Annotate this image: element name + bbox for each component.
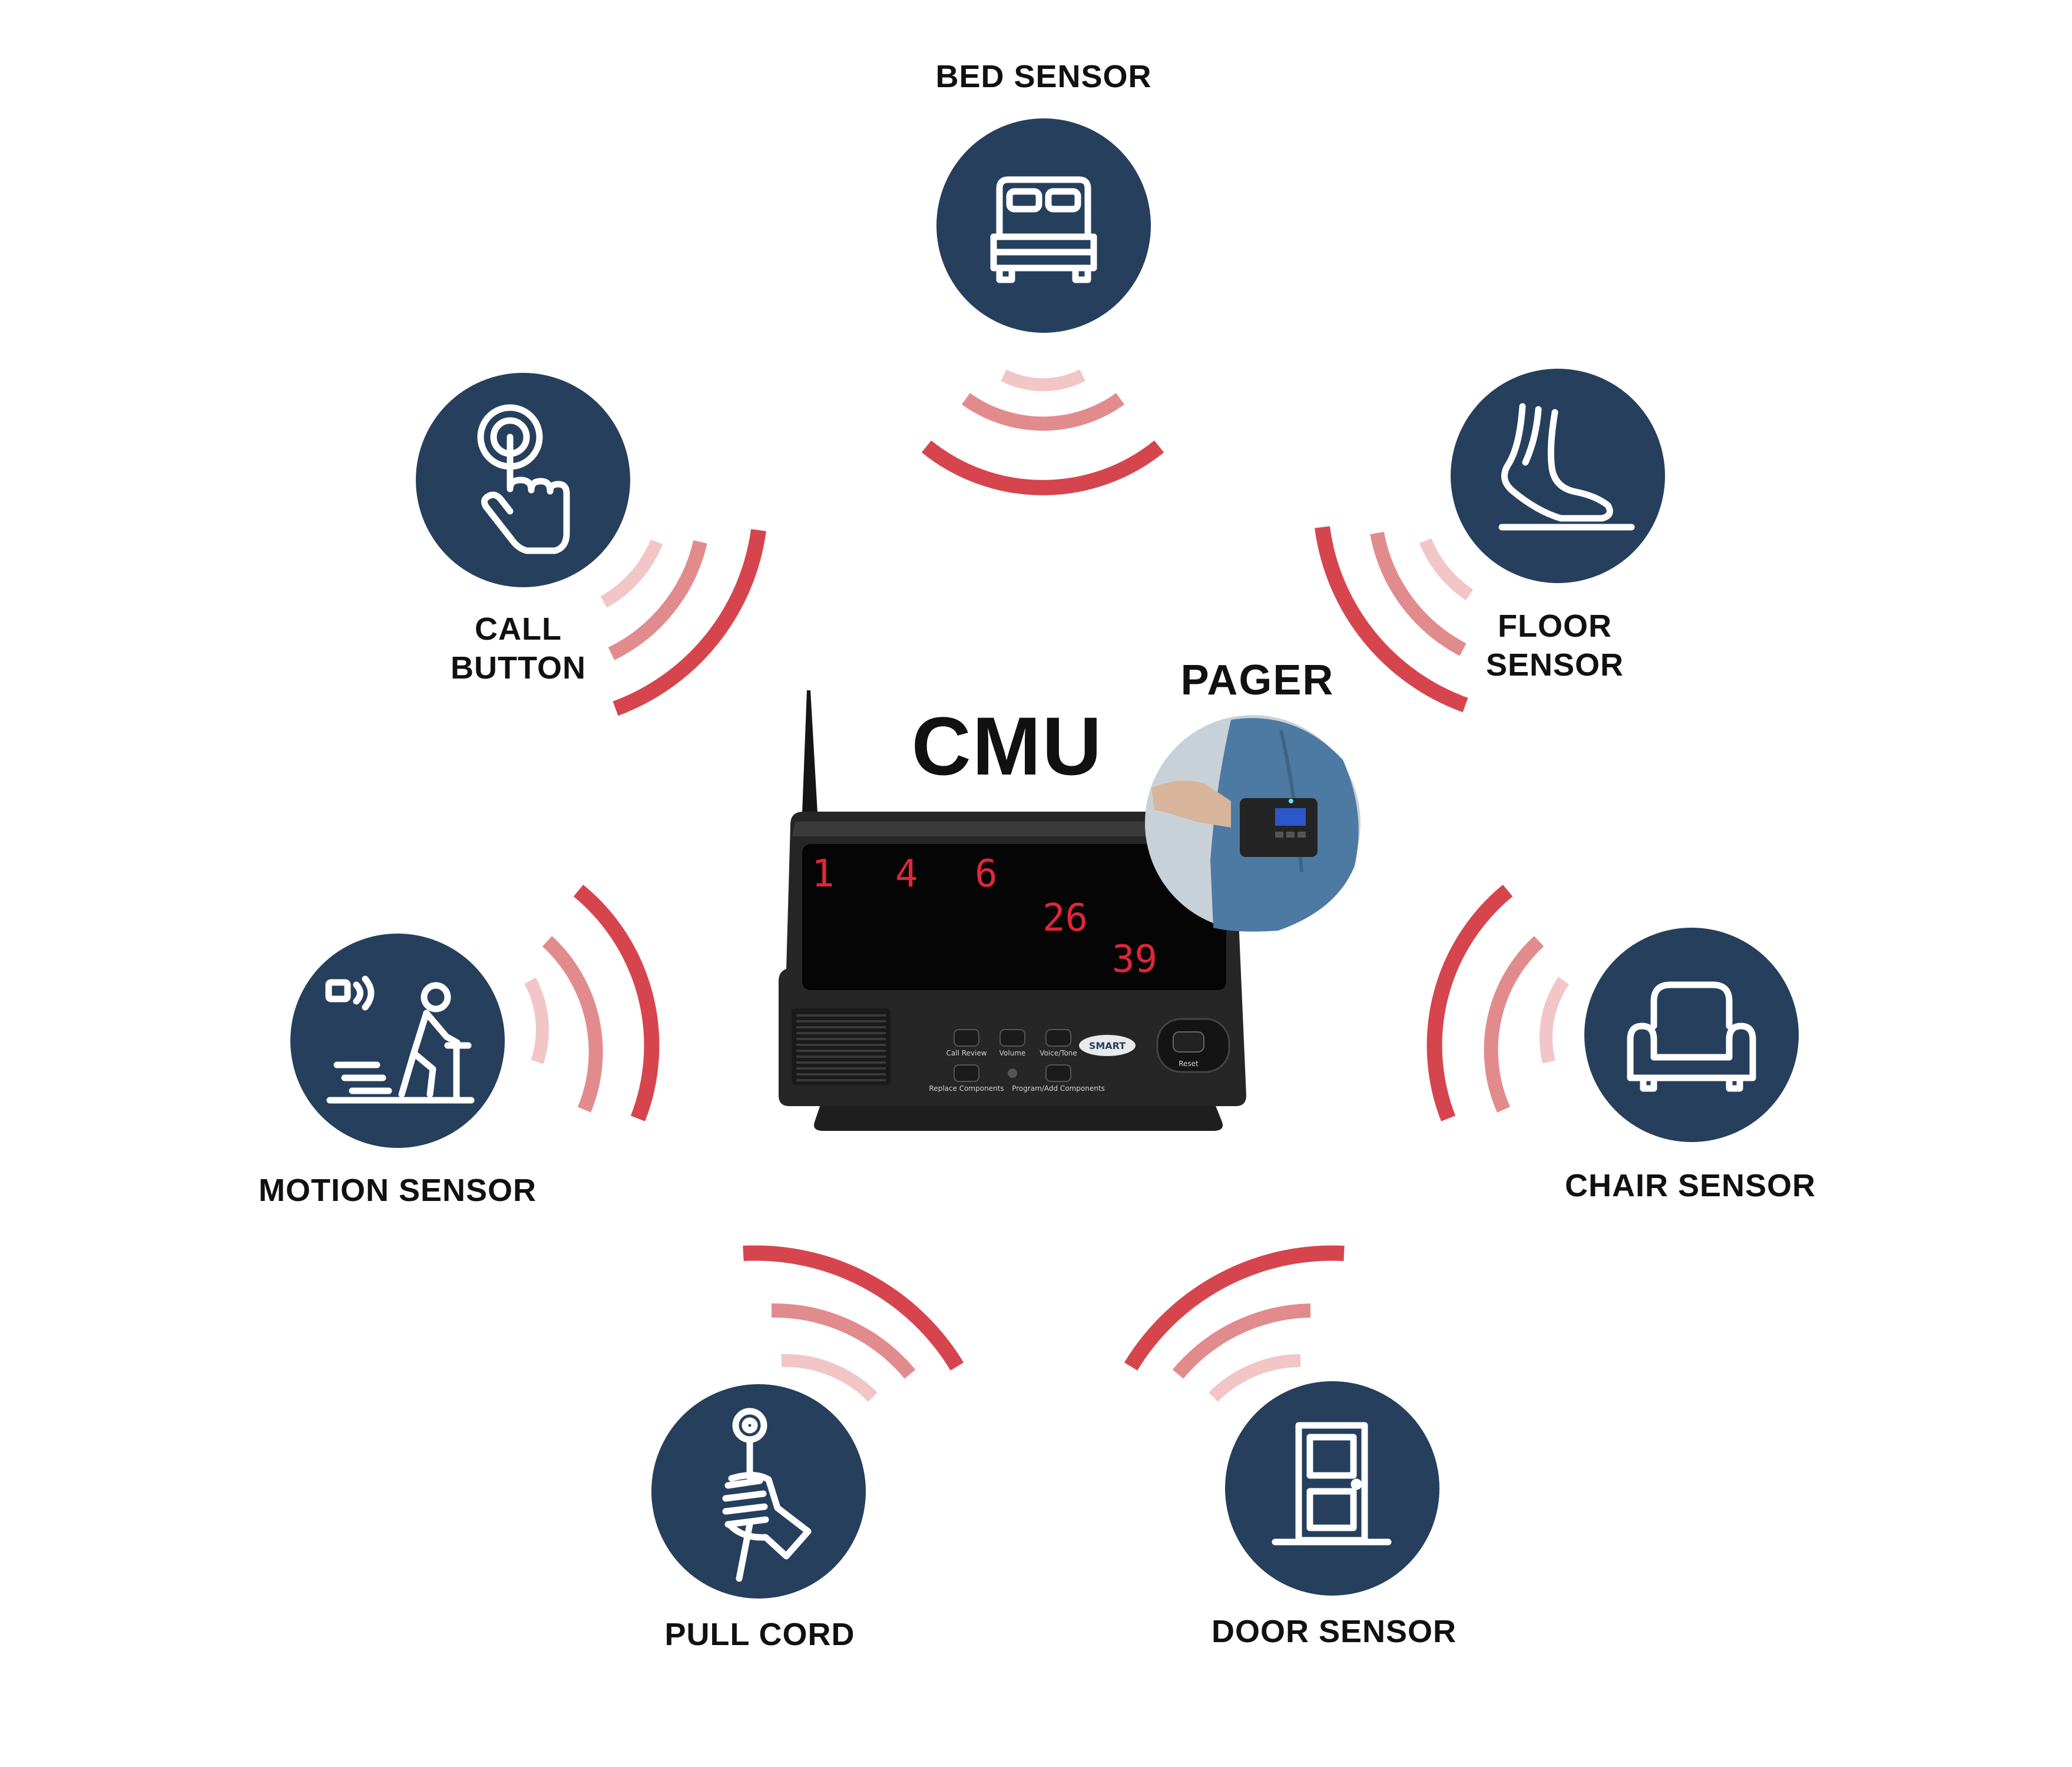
pager-screen — [1275, 808, 1306, 826]
brand-badge — [1079, 1035, 1136, 1056]
person-with-walker-icon — [325, 975, 475, 1104]
motion-sensor-circle — [290, 934, 505, 1148]
bed-sensor-label: BED SENSOR — [935, 59, 1152, 94]
status-led — [1008, 1068, 1017, 1078]
pull-cord-signal-waves — [743, 1245, 964, 1402]
armchair-icon — [1627, 981, 1756, 1092]
floor-sensor-circle — [1451, 369, 1665, 583]
chair-signal-waves — [1426, 884, 1570, 1121]
pager-title: PAGER — [1180, 657, 1335, 704]
pointing-hand-icon — [477, 404, 570, 554]
pull-cord-label: PULL CORD — [664, 1617, 855, 1652]
motion-sensor-label: MOTION SENSOR — [258, 1173, 537, 1208]
call-review-button[interactable] — [954, 1029, 979, 1047]
reset-button[interactable] — [1173, 1031, 1204, 1053]
program-add-components-button[interactable] — [1045, 1064, 1071, 1082]
cmu-title: CMU — [911, 700, 1103, 792]
floor-sensor-label-line-2: SENSOR — [1485, 647, 1624, 683]
hand-pulling-cord-icon — [722, 1408, 812, 1582]
volume-button[interactable] — [999, 1029, 1025, 1047]
floor-sensor-label: FLOOR SENSOR — [1437, 607, 1673, 684]
door-sensor-label: DOOR SENSOR — [1211, 1614, 1457, 1649]
hand-shape — [1151, 780, 1231, 828]
floor-sensor-label-line-1: FLOOR — [1498, 608, 1612, 644]
call-button-label-line-1: CALL — [475, 611, 562, 647]
call-button-signal-waves — [600, 529, 766, 716]
foot-icon — [1498, 403, 1635, 531]
door-icon — [1272, 1422, 1392, 1546]
chair-sensor-label: CHAIR SENSOR — [1564, 1168, 1816, 1203]
door-signal-waves — [1124, 1245, 1345, 1402]
pager-device — [1240, 798, 1318, 857]
device-display — [802, 844, 1226, 990]
cmu-device — [779, 690, 1246, 1131]
bed-sensor-circle — [936, 118, 1151, 333]
antenna — [802, 690, 817, 813]
pager-photo — [1145, 715, 1361, 932]
chair-sensor-circle — [1584, 928, 1799, 1142]
motion-signal-waves — [524, 884, 660, 1121]
voice-tone-button[interactable] — [1045, 1029, 1071, 1047]
bed-signal-waves — [921, 369, 1164, 495]
bed-icon — [990, 176, 1097, 283]
floor-signal-waves — [1315, 526, 1474, 713]
replace-components-button[interactable] — [954, 1064, 979, 1082]
call-button-label-line-2: BUTTON — [451, 650, 586, 686]
call-button-label: CALL BUTTON — [401, 610, 636, 687]
